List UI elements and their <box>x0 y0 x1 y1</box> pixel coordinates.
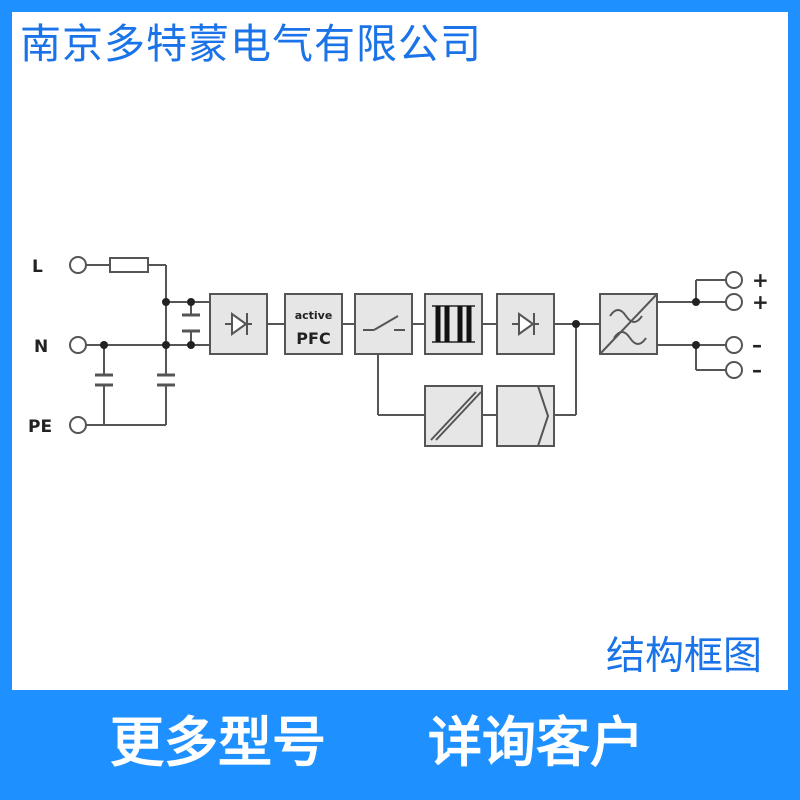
output-plus-1-circle <box>725 271 743 289</box>
filter-wave-icon <box>599 293 658 355</box>
terminal-n-label: N <box>34 337 48 357</box>
diode-icon <box>225 312 252 336</box>
output-plus-2-circle <box>725 293 743 311</box>
control-diagonal-icon <box>430 391 482 441</box>
transformer-block <box>424 293 483 355</box>
monitor-block <box>496 385 555 447</box>
output-plus-2-label: + <box>752 290 769 314</box>
terminal-l-circle <box>69 256 87 274</box>
terminal-n-circle <box>69 336 87 354</box>
switch-icon <box>363 315 405 331</box>
fuse-symbol <box>109 257 149 273</box>
diagram-caption: 结构框图 <box>605 634 762 679</box>
terminal-pe-label: PE <box>28 417 52 437</box>
pfc-block <box>284 293 343 355</box>
monitor-chevron-icon <box>537 385 550 447</box>
pfc-label-line1: active <box>295 309 333 322</box>
footer-more-models-text: 更多型号 <box>110 711 326 774</box>
transformer-icon <box>432 305 475 343</box>
diode-icon <box>512 312 539 336</box>
output-plus-1-label: + <box>752 268 769 292</box>
block-diagram: L N PE active PFC + + – – <box>28 256 769 447</box>
footer-contact-text: 详询客户 <box>428 711 644 774</box>
output-minus-2-circle <box>725 361 743 379</box>
output-minus-2-label: – <box>752 358 762 382</box>
output-minus-1-label: – <box>752 333 762 357</box>
company-title: 南京多特蒙电气有限公司 <box>20 20 482 68</box>
terminal-l-label: L <box>32 257 43 277</box>
pfc-label-line2: PFC <box>296 329 330 348</box>
terminal-pe-circle <box>69 416 87 434</box>
output-minus-1-circle <box>725 336 743 354</box>
footer-banner: 更多型号 详询客户 <box>0 690 800 800</box>
